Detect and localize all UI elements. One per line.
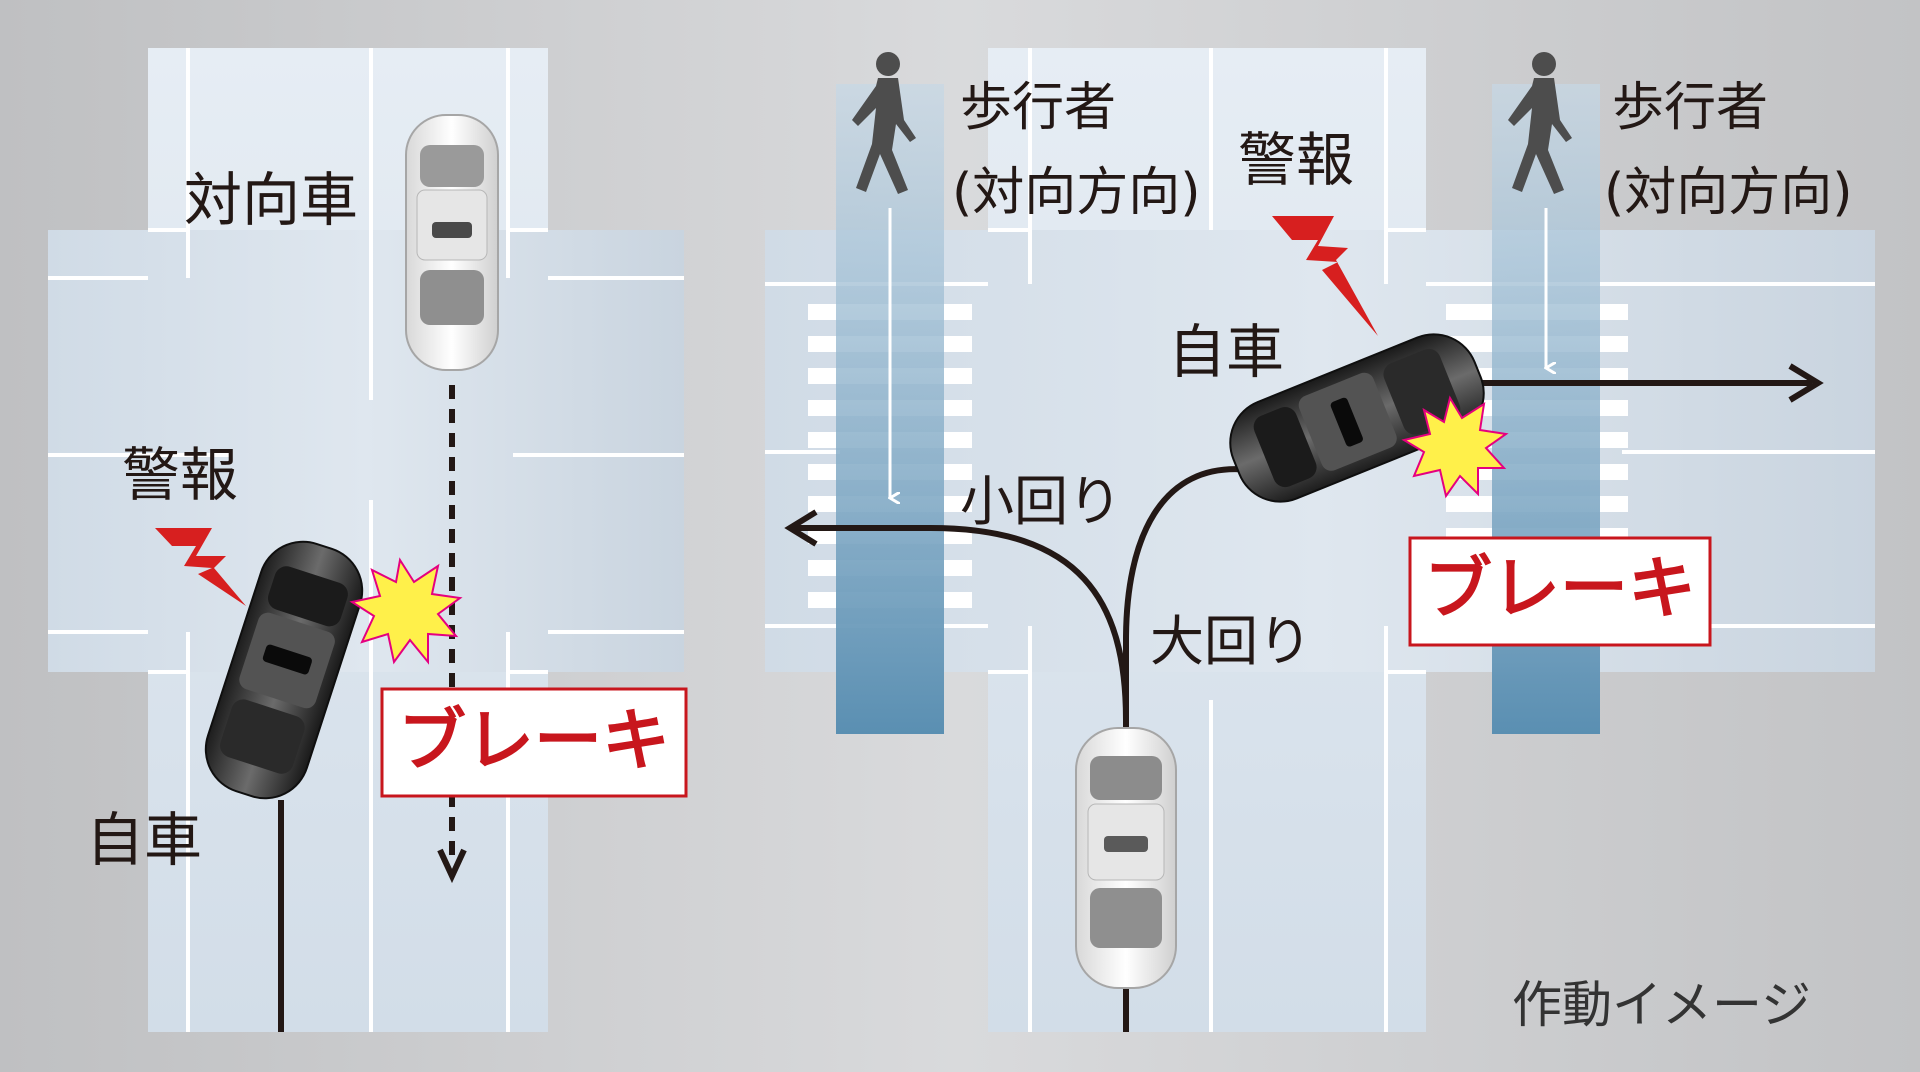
impact-burst-icon bbox=[1401, 395, 1509, 499]
own-car-start-icon bbox=[1075, 727, 1177, 989]
right-brake-label: ブレーキ bbox=[1424, 550, 1696, 629]
oncoming-arrow-head bbox=[437, 848, 467, 884]
right-own-car-label: 自車 bbox=[1168, 318, 1284, 386]
impact-burst-icon bbox=[349, 557, 463, 665]
left-brake-label: ブレーキ bbox=[398, 702, 670, 781]
own-car-left-icon bbox=[204, 540, 364, 800]
pedestrian2-line1: 歩行者 bbox=[1612, 78, 1768, 138]
pedestrian2-line2: (対向方向) bbox=[1604, 163, 1853, 223]
lightning-warning-icon bbox=[1272, 216, 1378, 336]
walking-pedestrian-icon bbox=[852, 52, 916, 194]
pedestrian1-line1: 歩行者 bbox=[960, 78, 1116, 138]
left-brake-box: ブレーキ bbox=[380, 687, 688, 798]
left-lane-markings bbox=[48, 48, 684, 1032]
walking-pedestrian-icon bbox=[1508, 52, 1572, 194]
small-turn-arrow-head bbox=[784, 509, 818, 547]
right-straight-arrow-head bbox=[1788, 363, 1824, 403]
own-car-right-icon bbox=[1229, 333, 1485, 503]
oncoming-car-label: 対向車 bbox=[184, 166, 358, 234]
left-warning-label: 警報 bbox=[122, 441, 238, 509]
right-warning-label: 警報 bbox=[1238, 126, 1354, 194]
small-turn-label: 小回り bbox=[960, 470, 1122, 533]
oncoming-car-icon bbox=[405, 114, 499, 371]
right-brake-box: ブレーキ bbox=[1408, 536, 1712, 647]
left-own-car-label: 自車 bbox=[86, 806, 202, 874]
lightning-warning-icon bbox=[155, 528, 246, 606]
left-intersection bbox=[48, 48, 684, 1032]
pedestrian1-line2: (対向方向) bbox=[952, 163, 1201, 223]
caption: 作動イメージ bbox=[1512, 976, 1811, 1034]
right-intersection bbox=[765, 48, 1875, 1032]
wide-turn-path bbox=[1123, 466, 1251, 1032]
wide-turn-label: 大回り bbox=[1150, 610, 1312, 673]
